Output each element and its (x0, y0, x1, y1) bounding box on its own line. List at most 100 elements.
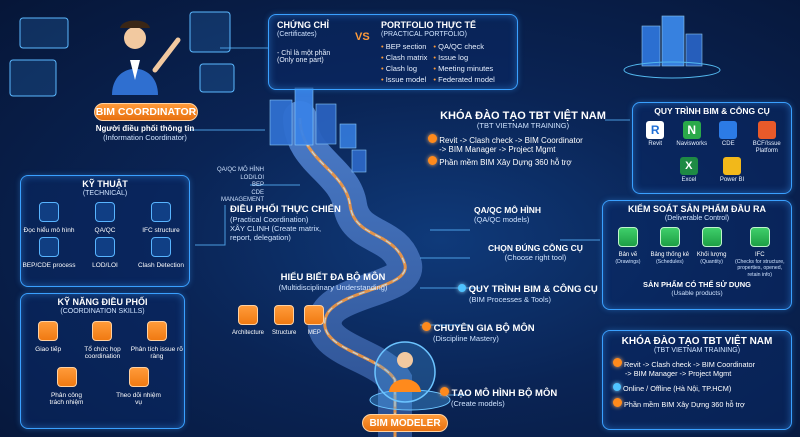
check-icon (617, 226, 638, 247)
vs-label: VS (355, 31, 370, 43)
bim-process-tools-panel: QUY TRÌNH BIM & CÔNG CỤ R Revit N Navisw… (632, 102, 792, 194)
portfolio-title: PORTFOLIO THỰC TẾ (381, 20, 476, 30)
discipline-mep: MEP (304, 305, 325, 336)
training-main-line1: Revit -> Clash check -> BIM Coordinator (428, 133, 618, 145)
process-title: QUY TRÌNH BIM & CÔNG CỤ (654, 106, 770, 116)
portfolio-col2: QA/QC check Issue log Meeting minutes Fe… (433, 41, 495, 85)
deliverable-item: Bản vẽ(Drawings) (607, 226, 649, 279)
bep-icon (39, 237, 59, 258)
portfolio-item: Issue log (433, 52, 494, 63)
create-models-label: TẠO MÔ HÌNH BỘ MÔN (Create models) (440, 387, 557, 408)
deliverable-item: Bảng thống kê(Schedules) (649, 226, 691, 279)
training-box-line2: -> BIM Manager -> Project Mgmt (625, 369, 732, 379)
deliverable-title: KIỂM SOÁT SẢN PHẨM ĐẦU RA (627, 204, 766, 214)
portfolio-item: BEP section (381, 41, 427, 52)
coordinator-subtitle-en: (Information Coordinator) (103, 133, 187, 142)
structure-icon (274, 305, 295, 325)
training-box-line1: Revit -> Clash check -> BIM Coordinator (613, 358, 791, 369)
training-main-title-en: (TBT VIETNAM TRAINING) (476, 121, 570, 131)
tool-navisworks: N Navisworks (675, 121, 709, 155)
assign-icon (56, 366, 77, 387)
bim-modeler-badge: BIM MODELER (362, 414, 448, 432)
portfolio-item: QA/QC check (433, 41, 494, 52)
bcf-icon (757, 121, 776, 140)
certs-title: CHỨNG CHỈ (277, 20, 329, 30)
coordination-title-en: (COORDINATION SKILLS) (60, 307, 145, 315)
multidisciplinary-label: HIỂU BIẾT ĐA BỘ MÔN (Multidisciplinary U… (278, 272, 388, 292)
road-small-label: LOD/LOI (240, 174, 264, 181)
portfolio-col1: BEP section Clash matrix Clash log Issue… (381, 41, 428, 85)
discipline-architecture: Architecture (232, 305, 264, 336)
tool-powerbi: Power BI (720, 157, 744, 183)
training-main: KHÓA ĐÀO TẠO TBT VIỆT NAM (TBT VIETNAM T… (428, 110, 618, 167)
coordination-item: Phân tích issue rõ ràng (130, 320, 184, 361)
portfolio-title-en: (PRACTICAL PORTFOLIO) (381, 30, 467, 38)
ifc-icon (151, 201, 171, 222)
qaqc-models-label: QA/QC MÔ HÌNH (QA/QC models) (474, 205, 542, 224)
deliverable-title-en: (Deliverable Control) (664, 214, 730, 222)
technical-panel: KỸ THUẬT (TECHNICAL) Đọc hiểu mô hình QA… (20, 175, 190, 287)
clash-icon (151, 237, 171, 258)
coordination-item: Tổ chức họp coordination (75, 320, 129, 361)
portfolio-item: Meeting minutes (433, 63, 494, 74)
coordination-title: KỸ NĂNG ĐIỀU PHỐI (57, 297, 148, 307)
communication-icon (38, 320, 59, 341)
training-main-line2: -> BIM Manager -> Project Mgmt (439, 144, 556, 154)
tool-label: Excel (681, 177, 697, 184)
coordination-item: Giao tiếp (21, 320, 75, 361)
training-box-line4: Phần mềm BIM Xây Dựng 360 hỗ trợ (613, 398, 791, 409)
technical-item: BEP/CDE process (21, 237, 77, 270)
tracking-icon (128, 366, 149, 387)
choose-tool-label: CHỌN ĐÚNG CÔNG CỤ (Choose right tool) (488, 243, 583, 262)
portfolio-item: Issue model (381, 74, 427, 85)
city-buildings (269, 87, 367, 173)
tool-label: CDE (721, 141, 735, 148)
cde-icon (719, 121, 738, 140)
model-icon (39, 201, 59, 222)
technical-title: KỸ THUẬT (82, 179, 128, 189)
discipline-mastery-label: CHUYÊN GIA BỘ MÔN (Discipline Mastery) (422, 322, 535, 343)
tool-excel: X Excel (679, 157, 698, 184)
technical-title-en: (TECHNICAL) (82, 189, 128, 197)
revit-icon: R (646, 121, 665, 140)
mep-icon (304, 305, 325, 325)
training-main-title: KHÓA ĐÀO TẠO TBT VIỆT NAM (440, 110, 606, 122)
training-box-title: KHÓA ĐÀO TẠO TBT VIỆT NAM (621, 336, 773, 347)
road-small-label: QA/QC MÔ HÌNH (216, 167, 264, 173)
portfolio-item: Clash matrix (381, 52, 428, 63)
check-icon (701, 226, 722, 247)
tool-label: Navisworks (676, 141, 708, 148)
tool-revit: R Revit (638, 121, 672, 155)
technical-item: IFC structure (133, 201, 189, 235)
road-small-labels: QA/QC MÔ HÌNH LOD/LOI BEP CDE MANAGEMENT (212, 167, 264, 205)
technical-item: LOD/LOI (77, 237, 133, 270)
training-box-line3: Online / Offline (Hà Nội, TP.HCM) (613, 383, 791, 393)
road-small-label: CDE MANAGEMENT (220, 189, 264, 204)
architecture-icon (238, 305, 258, 325)
analysis-icon (146, 320, 167, 341)
coordination-skills-panel: KỸ NĂNG ĐIỀU PHỐI (COORDINATION SKILLS) … (20, 293, 185, 429)
meeting-icon (92, 320, 113, 341)
check-icon (749, 226, 770, 247)
practical-coordination-label: ĐIỀU PHỐI THỰC CHIẾN (Practical Coordina… (230, 204, 341, 242)
technical-item: Đọc hiểu mô hình (21, 201, 77, 235)
training-box-panel: KHÓA ĐÀO TẠO TBT VIỆT NAM (TBT VIETNAM T… (602, 330, 792, 430)
certs-portfolio-panel: CHỨNG CHỈ (Certificates) - Chỉ là một ph… (268, 14, 518, 90)
top-right-buildings (623, 15, 721, 79)
discipline-icons: Architecture Structure MEP (232, 305, 325, 336)
coordinator-head (124, 27, 146, 49)
coordination-item: Phân công trách nhiệm (44, 366, 90, 407)
deliverable-footer-en: (Usable products) (671, 289, 723, 297)
bim-coordinator-badge: BIM COORDINATOR (94, 103, 198, 121)
training-main-line3: Phần mềm BIM Xây Dựng 360 hỗ trợ (428, 155, 618, 167)
certs-item-1: - Chỉ là một phần (277, 49, 331, 57)
deliverable-item: Khối lượng(Quantity) (691, 226, 733, 279)
portfolio-item: Clash log (381, 63, 427, 74)
certs-item-2: (Only one part) (277, 56, 324, 64)
navisworks-icon: N (682, 121, 701, 140)
tool-label: BCF/Issue Platform (752, 141, 781, 155)
technical-item: QA/QC (77, 201, 133, 235)
deliverable-footer: SẢN PHẨM CÓ THỂ SỬ DỤNG (643, 280, 751, 290)
tool-bcf: BCF/Issue Platform (748, 121, 786, 155)
